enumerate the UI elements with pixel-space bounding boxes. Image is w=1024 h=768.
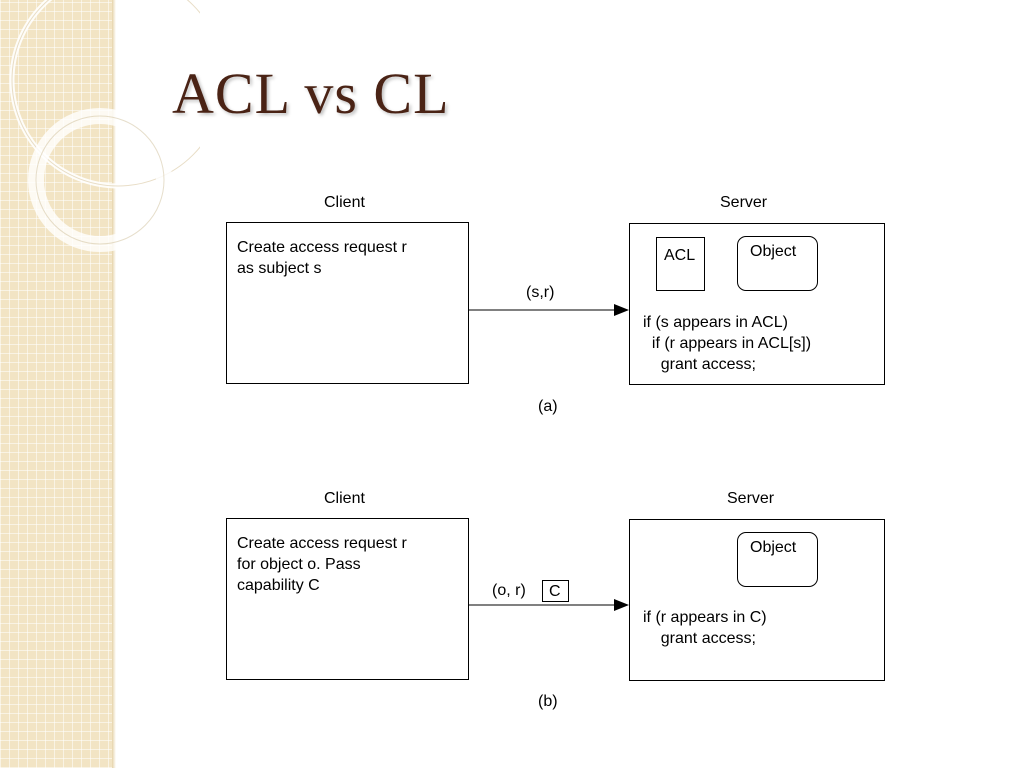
capability-label: C [549, 583, 561, 600]
client-text-a-line2: as subject s [237, 260, 322, 277]
object-box-a: Object [737, 236, 818, 291]
server-code-a-line3: grant access; [643, 356, 756, 373]
server-code-b-line2: grant access; [643, 630, 756, 647]
server-code-a-line2: if (r appears in ACL[s]) [643, 335, 812, 352]
server-label-a: Server [720, 194, 768, 211]
arrow-a-head [614, 304, 629, 316]
server-code-a-line1: if (s appears in ACL) [643, 314, 788, 331]
client-text-b-line3: capability C [237, 577, 320, 594]
object-label-a: Object [750, 243, 797, 260]
acl-label: ACL [664, 247, 696, 264]
decorative-circles [9, 0, 200, 252]
server-label-b: Server [727, 490, 775, 507]
slide-title: ACL vs CL [172, 61, 450, 126]
client-text-b-line1: Create access request r [237, 535, 407, 552]
caption-a: (a) [538, 398, 558, 415]
message-label-b: (o, r) [492, 582, 526, 599]
client-label-a: Client [324, 194, 365, 211]
caption-b: (b) [538, 693, 558, 710]
client-text-b-line2: for object o. Pass [237, 556, 361, 573]
server-code-b-line1: if (r appears in C) [643, 609, 767, 626]
capability-box: C [542, 580, 569, 602]
server-box-b: Object if (r appears in C) grant access; [629, 519, 885, 681]
object-label-b: Object [750, 539, 797, 556]
client-box-b: Create access request r for object o. Pa… [226, 518, 469, 680]
message-label-a: (s,r) [526, 284, 555, 301]
object-box-b: Object [737, 532, 818, 587]
client-box-a: Create access request r as subject s [226, 222, 469, 384]
server-box-a: ACL Object if (s appears in ACL) if (r a… [629, 223, 885, 385]
client-text-a-line1: Create access request r [237, 239, 407, 256]
client-label-b: Client [324, 490, 365, 507]
arrow-b-head [614, 599, 629, 611]
sidebar-edge [112, 0, 116, 768]
acl-box: ACL [656, 237, 705, 291]
